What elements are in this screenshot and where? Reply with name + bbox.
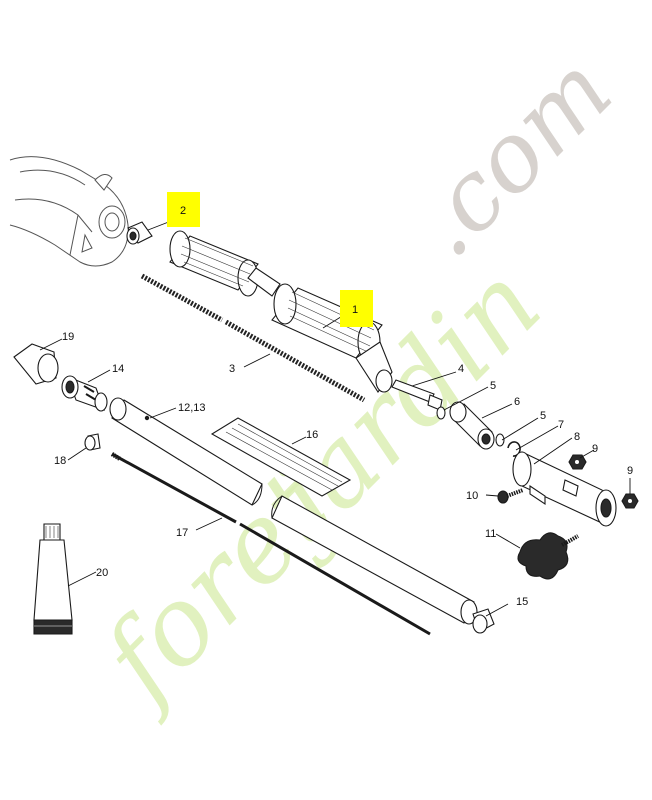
part-15-end-cap [472,608,495,634]
highlight-box-1 [340,290,373,327]
callout-7[interactable]: 7 [558,419,564,431]
callout-4[interactable]: 4 [458,363,464,375]
watermark-grey-text: .com [389,34,633,278]
part-4-shaft [391,379,443,411]
callout-12-13[interactable]: 12,13 [178,402,206,414]
part-5-washer-b [495,433,505,447]
part-6-sleeve [449,401,495,450]
part-1-drive-tube [169,230,393,393]
callout-labels: 2 1 3 4 5 6 5 7 8 9 9 10 11 12,13 14 15 … [54,205,633,608]
callout-20[interactable]: 20 [96,567,108,579]
part-9-nut-b [621,493,639,509]
part-19-plug [13,343,59,385]
callout-3[interactable]: 3 [229,363,235,375]
part-20-grease-tube [33,523,73,635]
callout-6[interactable]: 6 [514,396,520,408]
part-2-bushing [126,221,153,245]
callout-9a[interactable]: 9 [592,443,598,455]
callout-8[interactable]: 8 [574,431,580,443]
part-16-label-plate [210,417,352,497]
part-9-nut-a [568,454,587,470]
callout-10[interactable]: 10 [466,490,478,502]
callout-11[interactable]: 11 [485,528,496,540]
callout-14[interactable]: 14 [112,363,124,375]
part-14-sleeve [61,375,108,412]
callout-18[interactable]: 18 [54,455,66,467]
watermark: foret jardin .com [75,34,633,728]
part-5-washer-a [436,406,446,420]
part-8-clamp [512,451,617,527]
highlight-boxes [167,192,373,327]
part-3-drive-shaft [140,273,366,403]
callout-9b[interactable]: 9 [627,465,633,477]
part-10-screw [497,488,524,504]
callout-1[interactable]: 1 [352,304,358,316]
highlight-box-2 [167,192,200,227]
part-18-bushing [84,433,101,451]
callout-19[interactable]: 19 [62,331,74,343]
callout-15[interactable]: 15 [516,596,528,608]
callout-16[interactable]: 16 [306,429,318,441]
part-11-star-knob [517,532,579,580]
callout-17[interactable]: 17 [176,527,188,539]
callout-2[interactable]: 2 [180,205,186,217]
engine-housing [9,156,129,267]
callout-5a[interactable]: 5 [490,380,496,392]
part-17-rod [110,452,431,636]
part-12-13-tube [109,397,478,625]
callout-5b[interactable]: 5 [540,410,546,422]
